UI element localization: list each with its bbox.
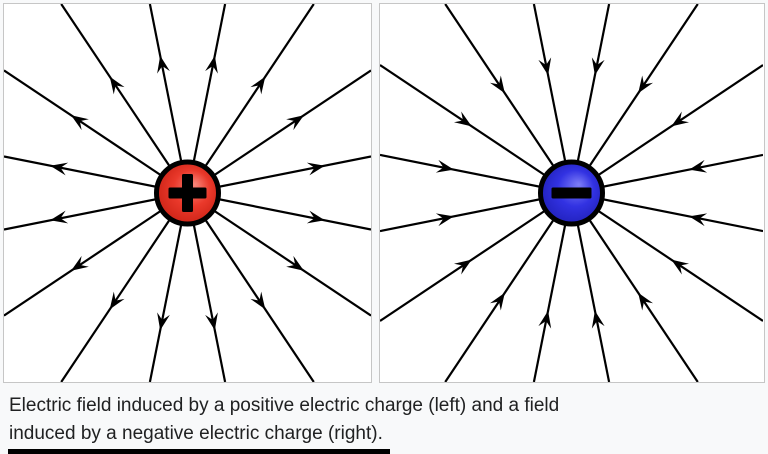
negative-charge-panel[interactable] (379, 3, 765, 383)
positive-charge-panel[interactable] (3, 3, 372, 383)
caption-line-1: Electric field induced by a positive ele… (9, 395, 560, 416)
electric-field-figure (3, 3, 765, 383)
caption-line-2: induced by a negative electric charge (r… (9, 423, 383, 444)
positive-field-diagram (4, 4, 371, 382)
cropped-element-bar (8, 449, 390, 454)
figure-caption: Electric field induced by a positive ele… (0, 383, 768, 448)
negative-field-diagram (380, 4, 763, 382)
